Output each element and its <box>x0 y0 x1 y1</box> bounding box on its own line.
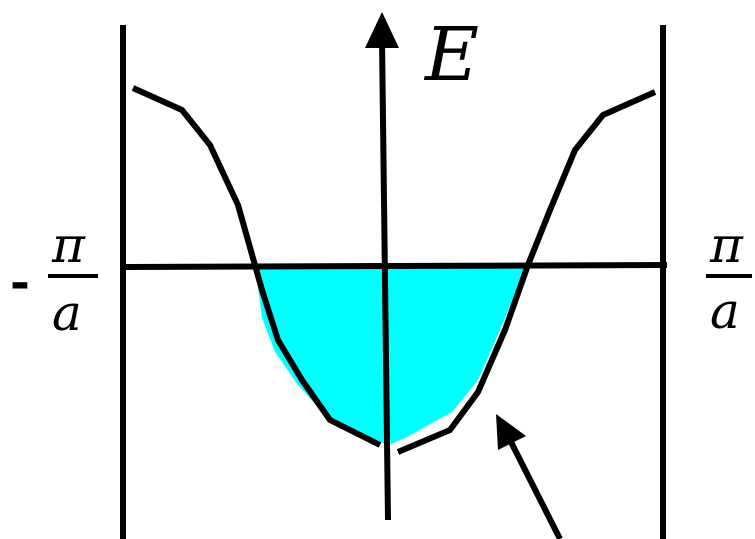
energy-axis-line <box>379 39 391 521</box>
left-bound-denominator: a <box>52 284 82 342</box>
energy-axis-arrowhead <box>365 12 399 48</box>
right-bound-denominator: a <box>710 282 740 340</box>
pointer-arrowhead <box>496 414 526 450</box>
dispersion-curve-right <box>396 89 657 455</box>
left-bound-numerator: π <box>51 216 86 274</box>
dispersion-curve-left <box>131 85 382 448</box>
pointer-arrow-line <box>507 438 563 539</box>
fermi-level-line <box>119 262 668 270</box>
left-bound-sign: - <box>10 254 30 310</box>
energy-axis-label: E <box>423 12 479 98</box>
right-bound-numerator: π <box>709 216 744 274</box>
filled-states-region <box>255 265 527 445</box>
